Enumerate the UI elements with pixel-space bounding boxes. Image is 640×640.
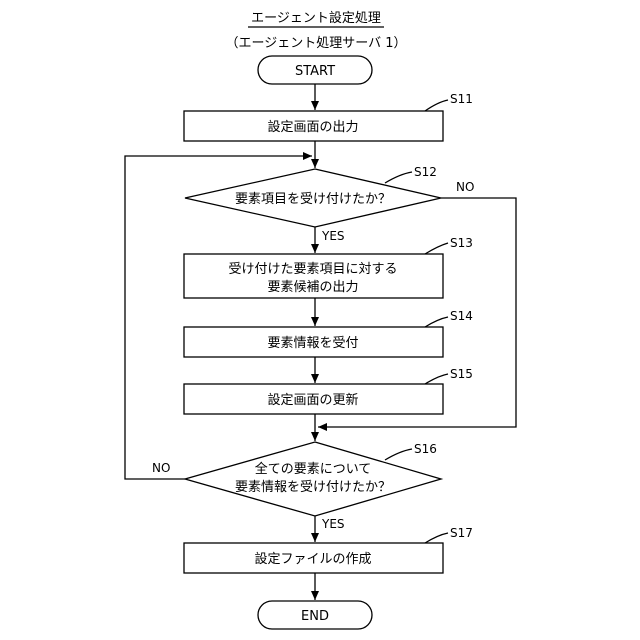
step-s15-text: 設定画面の更新	[267, 392, 358, 408]
step-s15-id: S15	[450, 367, 473, 381]
diagram-subtitle: （エージェント処理サーバ 1）	[225, 36, 406, 51]
decision-s16-text-line1: 全ての要素について	[255, 461, 372, 477]
decision-s16	[185, 442, 441, 516]
step-s17-text: 設定ファイルの作成	[254, 551, 371, 567]
decision-s16-yes-label: YES	[321, 517, 345, 531]
decision-s12-id: S12	[414, 165, 437, 179]
decision-s12-leader	[385, 172, 412, 183]
step-s14-text: 要素情報を受付	[267, 336, 358, 351]
end-label: END	[301, 609, 329, 624]
step-s14-id: S14	[450, 309, 473, 323]
start-label: START	[295, 64, 335, 79]
step-s13-id: S13	[450, 236, 473, 250]
decision-s16-id: S16	[414, 442, 437, 456]
step-s11-id: S11	[450, 92, 473, 106]
step-s13-leader	[425, 243, 448, 254]
step-s14-leader	[425, 317, 448, 327]
step-s11-leader	[425, 100, 448, 111]
step-s17-id: S17	[450, 526, 473, 540]
step-s13-text-line2: 要素候補の出力	[267, 280, 358, 295]
decision-s12-no-label: NO	[456, 180, 474, 194]
decision-s12-text: 要素項目を受け付けたか？	[235, 192, 391, 207]
decision-s16-leader	[385, 449, 412, 460]
decision-s16-text-line2: 要素情報を受け付けたか？	[235, 480, 391, 495]
diagram-title: エージェント設定処理	[251, 10, 381, 26]
step-s13-text-line1: 受け付けた要素項目に対する	[228, 262, 397, 277]
step-s17-leader	[425, 533, 448, 543]
step-s11-text: 設定画面の出力	[267, 119, 358, 135]
decision-s12-yes-label: YES	[321, 229, 345, 243]
step-s15-leader	[425, 374, 448, 384]
decision-s16-no-label: NO	[152, 461, 170, 475]
